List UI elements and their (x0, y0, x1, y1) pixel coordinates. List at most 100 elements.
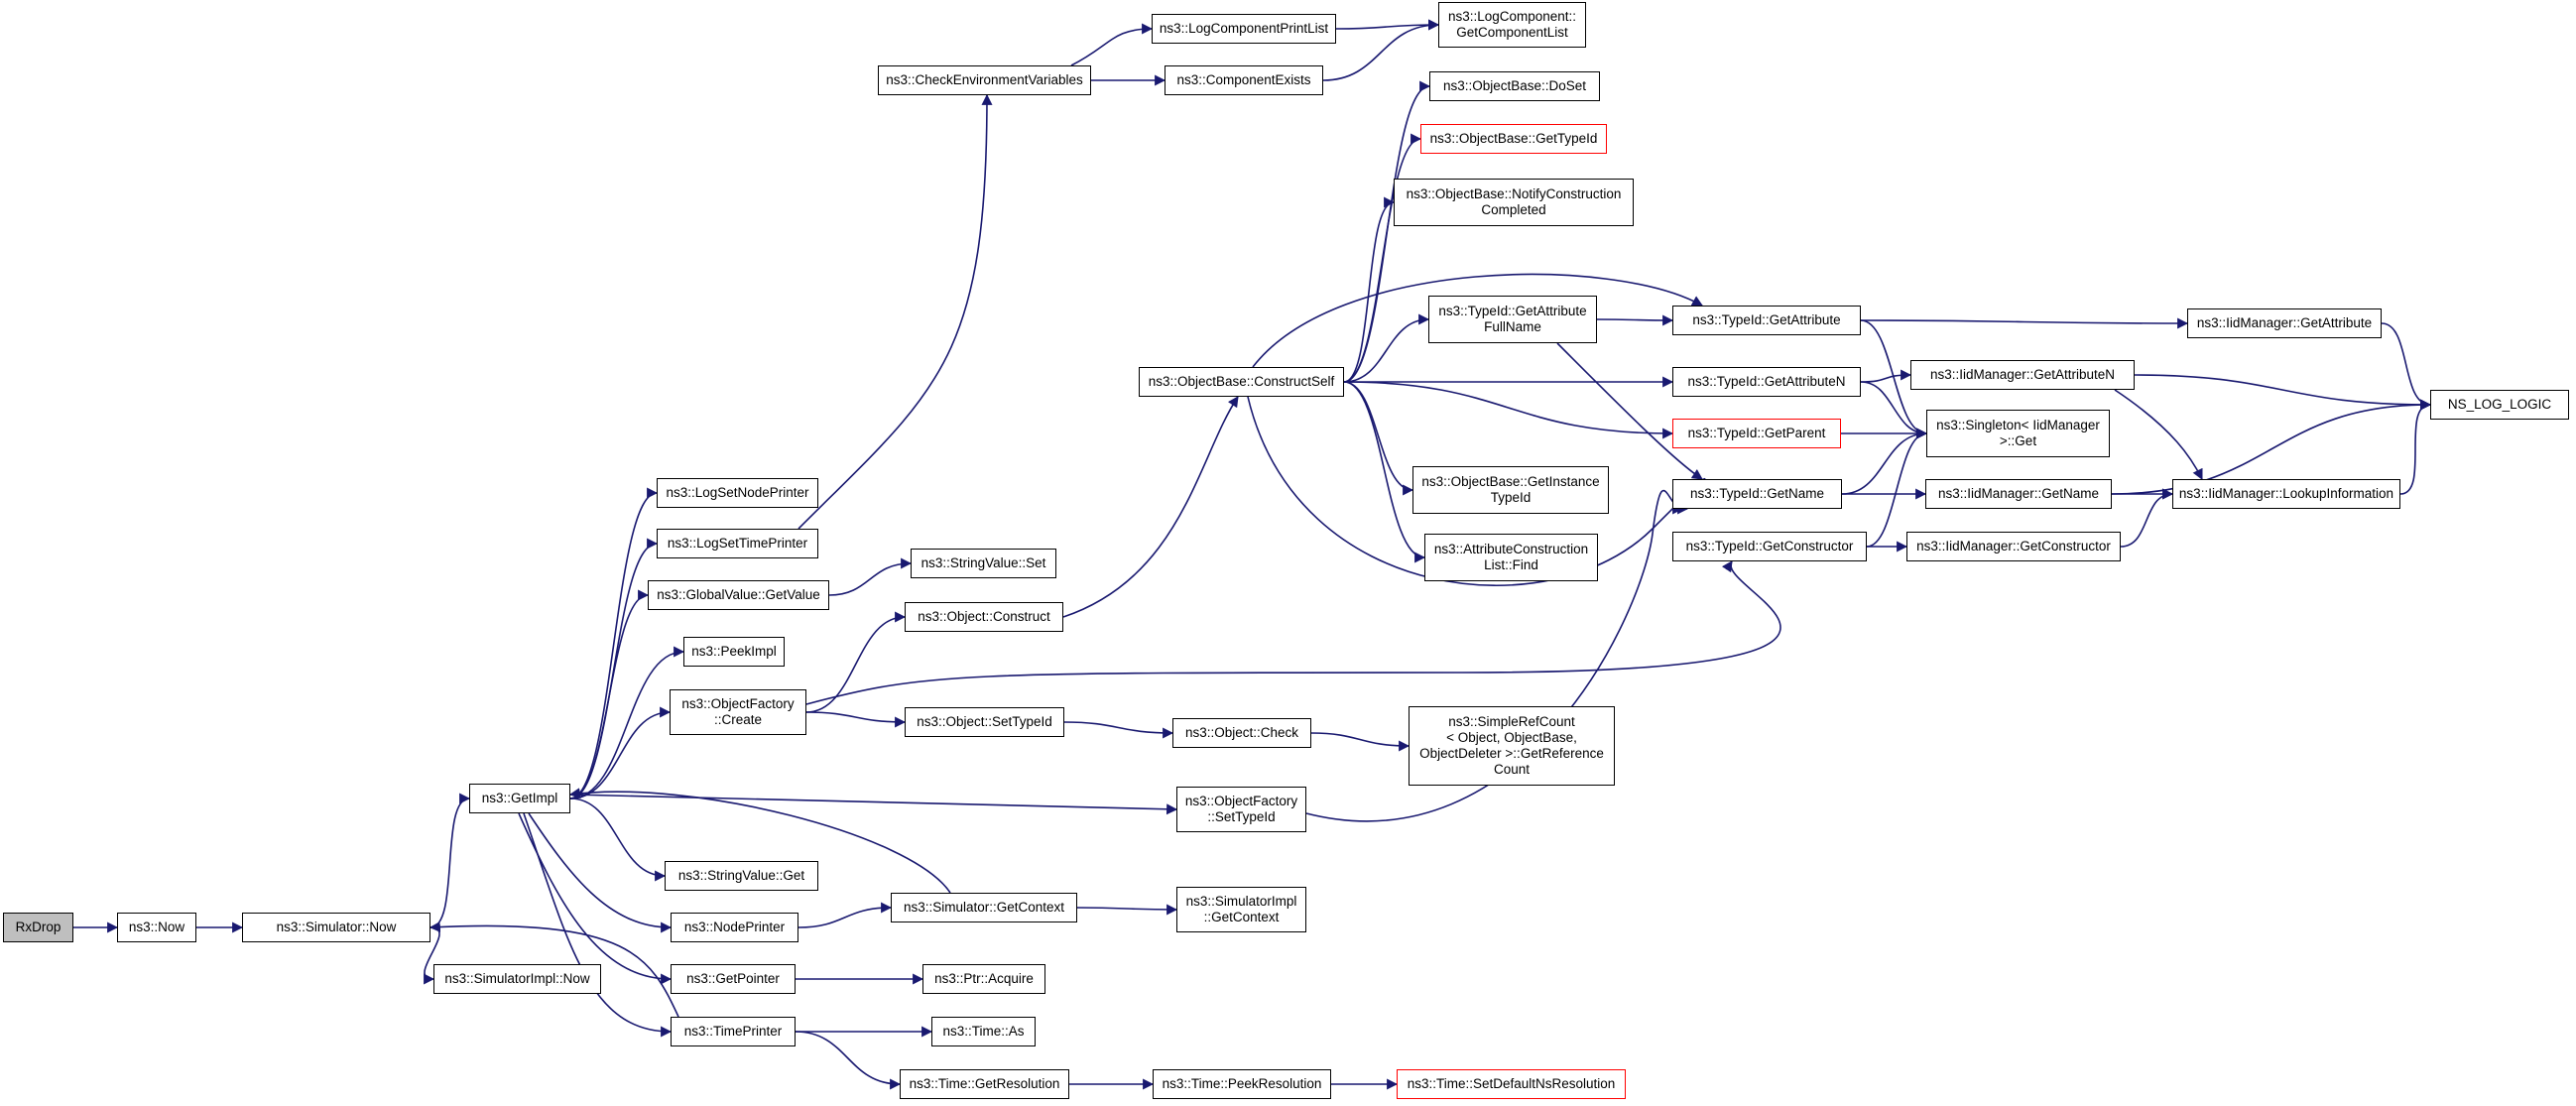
node-label-line: ::Create (713, 712, 763, 727)
node-label-line: ns3::TypeId::GetAttribute (1438, 304, 1587, 318)
node-simplerefcount[interactable]: ns3::SimpleRefCount< Object, ObjectBase,… (1409, 706, 1615, 786)
node-label-line: RxDrop (15, 920, 61, 934)
node-label-line: NS_LOG_LOGIC (2447, 397, 2552, 412)
edge-object-settypeid-to-object-check (1063, 721, 1174, 739)
node-label-line: ns3::ObjectFactory (681, 696, 795, 711)
edge-iidmanager-getattributen-to-ns-log-logic (2134, 374, 2432, 411)
node-label-line: ns3::ObjectFactory (1184, 794, 1298, 808)
node-logsettimeprinter[interactable]: ns3::LogSetTimePrinter (657, 529, 818, 558)
edge-getimpl-to-timeprinter (523, 812, 673, 1038)
edge-objectfactory-create-to-object-construct (805, 611, 907, 713)
node-stringvalue-get[interactable]: ns3::StringValue::Get (665, 861, 818, 891)
edge-timeprinter-to-sim-now (429, 922, 679, 1018)
node-objectbase-doset[interactable]: ns3::ObjectBase::DoSet (1429, 71, 1600, 101)
node-object-check[interactable]: ns3::Object::Check (1172, 718, 1311, 748)
edge-objectfactory-create-to-object-settypeid (805, 711, 907, 728)
edge-typeid-getattributen-to-iidmanager-getattributen (1860, 369, 1912, 383)
edge-timeprinter-to-time-getresolution (795, 1031, 902, 1090)
node-typeid-getattributen[interactable]: ns3::TypeId::GetAttributeN (1672, 367, 1861, 397)
edge-typeid-getattributefullname-to-typeid-getattribute (1596, 314, 1674, 326)
node-label-line: ns3::TypeId::GetAttributeN (1687, 374, 1846, 389)
edge-iidmanager-getattributen-to-iidmanager-lookupinformation (2114, 389, 2203, 480)
node-timeprinter[interactable]: ns3::TimePrinter (671, 1017, 796, 1046)
node-label-line: ns3::StringValue::Set (920, 555, 1046, 570)
node-label-line: ns3::IidManager::GetConstructor (1916, 539, 2111, 553)
node-iidmanager-getattributen[interactable]: ns3::IidManager::GetAttributeN (1910, 360, 2135, 390)
node-now[interactable]: ns3::Now (117, 913, 196, 942)
edge-getimpl-to-peekimpl (569, 646, 685, 799)
node-simimpl-getcontext[interactable]: ns3::SimulatorImpl::GetContext (1176, 887, 1306, 932)
edge-iidmanager-getconstructor-to-iidmanager-lookupinformation (2120, 488, 2174, 548)
node-peekimpl[interactable]: ns3::PeekImpl (683, 637, 785, 667)
edge-getimpl-to-stringvalue-get (569, 798, 667, 882)
node-stringvalue-set[interactable]: ns3::StringValue::Set (911, 549, 1056, 578)
node-label-line: < Object, ObjectBase, (1446, 730, 1577, 745)
node-rxdrop[interactable]: RxDrop (3, 913, 73, 942)
edge-checkenv-to-logcomponentprintlist (1070, 23, 1154, 66)
node-objectfactory-create[interactable]: ns3::ObjectFactory::Create (670, 689, 806, 735)
node-iidmanager-getname[interactable]: ns3::IidManager::GetName (1925, 479, 2112, 509)
node-typeid-getname[interactable]: ns3::TypeId::GetName (1672, 479, 1842, 509)
node-label-line: ns3::SimulatorImpl::Now (444, 971, 590, 986)
node-label-line: ns3::LogSetTimePrinter (667, 536, 808, 551)
node-label-line: ns3::TypeId::GetParent (1687, 426, 1826, 440)
edge-objectfactory-settypeid-to-typeid-getname (1305, 489, 1684, 822)
node-sim-getcontext[interactable]: ns3::Simulator::GetContext (891, 893, 1077, 922)
node-label-line: ns3::NodePrinter (683, 920, 786, 934)
edge-object-construct-to-objectbase-constructself (1062, 396, 1239, 618)
node-componentexists[interactable]: ns3::ComponentExists (1165, 65, 1323, 95)
node-globalvalue-getvalue[interactable]: ns3::GlobalValue::GetValue (648, 580, 829, 610)
node-nodeprinter[interactable]: ns3::NodePrinter (671, 913, 798, 942)
edge-iidmanager-getattribute-to-ns-log-logic (2381, 322, 2432, 411)
node-label-line: ns3::Simulator::GetContext (903, 900, 1065, 915)
node-label-line: ::GetContext (1203, 910, 1280, 924)
node-objectbase-constructself[interactable]: ns3::ObjectBase::ConstructSelf (1139, 367, 1344, 397)
node-time-as[interactable]: ns3::Time::As (931, 1017, 1036, 1046)
node-time-peekresolution[interactable]: ns3::Time::PeekResolution (1153, 1069, 1331, 1099)
node-typeid-getattribute[interactable]: ns3::TypeId::GetAttribute (1672, 306, 1861, 335)
node-logcomponent-getcomponentlist[interactable]: ns3::LogComponent::GetComponentList (1438, 2, 1586, 48)
node-ns-log-logic[interactable]: NS_LOG_LOGIC (2430, 390, 2569, 420)
node-label-line: ns3::Singleton< IidManager (1936, 418, 2100, 432)
node-logcomponentprintlist[interactable]: ns3::LogComponentPrintList (1152, 14, 1336, 44)
node-singleton-get[interactable]: ns3::Singleton< IidManager >::Get (1926, 410, 2110, 457)
node-logsetnodeprinter[interactable]: ns3::LogSetNodePrinter (657, 478, 818, 508)
node-label-line: ns3::LogComponent:: (1447, 9, 1577, 24)
node-iidmanager-getconstructor[interactable]: ns3::IidManager::GetConstructor (1906, 532, 2121, 561)
edge-getimpl-to-globalvalue-getvalue (569, 589, 650, 799)
node-label-line: ns3::CheckEnvironmentVariables (886, 72, 1083, 87)
edge-typeid-getname-to-singleton-get (1841, 428, 1928, 495)
node-getpointer[interactable]: ns3::GetPointer (671, 964, 796, 994)
node-iidmanager-getattribute[interactable]: ns3::IidManager::GetAttribute (2187, 308, 2382, 338)
node-label-line: ns3::Time::SetDefaultNsResolution (1407, 1076, 1616, 1091)
node-object-settypeid[interactable]: ns3::Object::SetTypeId (905, 707, 1064, 737)
node-label-line: ns3::Simulator::Now (276, 920, 397, 934)
node-checkenv[interactable]: ns3::CheckEnvironmentVariables (878, 65, 1091, 95)
node-label-line: List::Find (1484, 557, 1538, 572)
node-label-line: TypeId (1490, 490, 1532, 505)
node-time-getresolution[interactable]: ns3::Time::GetResolution (900, 1069, 1069, 1099)
edge-typeid-getattribute-to-iidmanager-getattribute (1860, 317, 2189, 329)
node-simimpl-now[interactable]: ns3::SimulatorImpl::Now (433, 964, 601, 994)
node-typeid-getparent[interactable]: ns3::TypeId::GetParent (1672, 419, 1841, 448)
node-label-line: ns3::LogComponentPrintList (1159, 21, 1329, 36)
node-sim-now[interactable]: ns3::Simulator::Now (242, 913, 430, 942)
node-label-line: ns3::IidManager::GetName (1937, 486, 2100, 501)
node-label-line: Count (1493, 762, 1531, 777)
node-iidmanager-lookupinformation[interactable]: ns3::IidManager::LookupInformation (2172, 479, 2400, 509)
node-getimpl[interactable]: ns3::GetImpl (469, 784, 570, 813)
edge-sim-getcontext-to-getimpl (568, 788, 951, 894)
edge-objectbase-constructself-to-typeid-getattribute (1252, 273, 1703, 368)
node-label-line: ns3::Object::Check (1184, 725, 1299, 740)
node-objectfactory-settypeid[interactable]: ns3::ObjectFactory::SetTypeId (1176, 787, 1306, 832)
node-object-construct[interactable]: ns3::Object::Construct (905, 602, 1063, 632)
node-time-setdefaultnsresolution[interactable]: ns3::Time::SetDefaultNsResolution (1397, 1069, 1626, 1099)
node-objectbase-gettypeid[interactable]: ns3::ObjectBase::GetTypeId (1420, 124, 1607, 154)
node-ptr-acquire[interactable]: ns3::Ptr::Acquire (922, 964, 1045, 994)
node-label-line: ns3::Time::PeekResolution (1162, 1076, 1322, 1091)
node-typeid-getconstructor[interactable]: ns3::TypeId::GetConstructor (1672, 532, 1867, 561)
